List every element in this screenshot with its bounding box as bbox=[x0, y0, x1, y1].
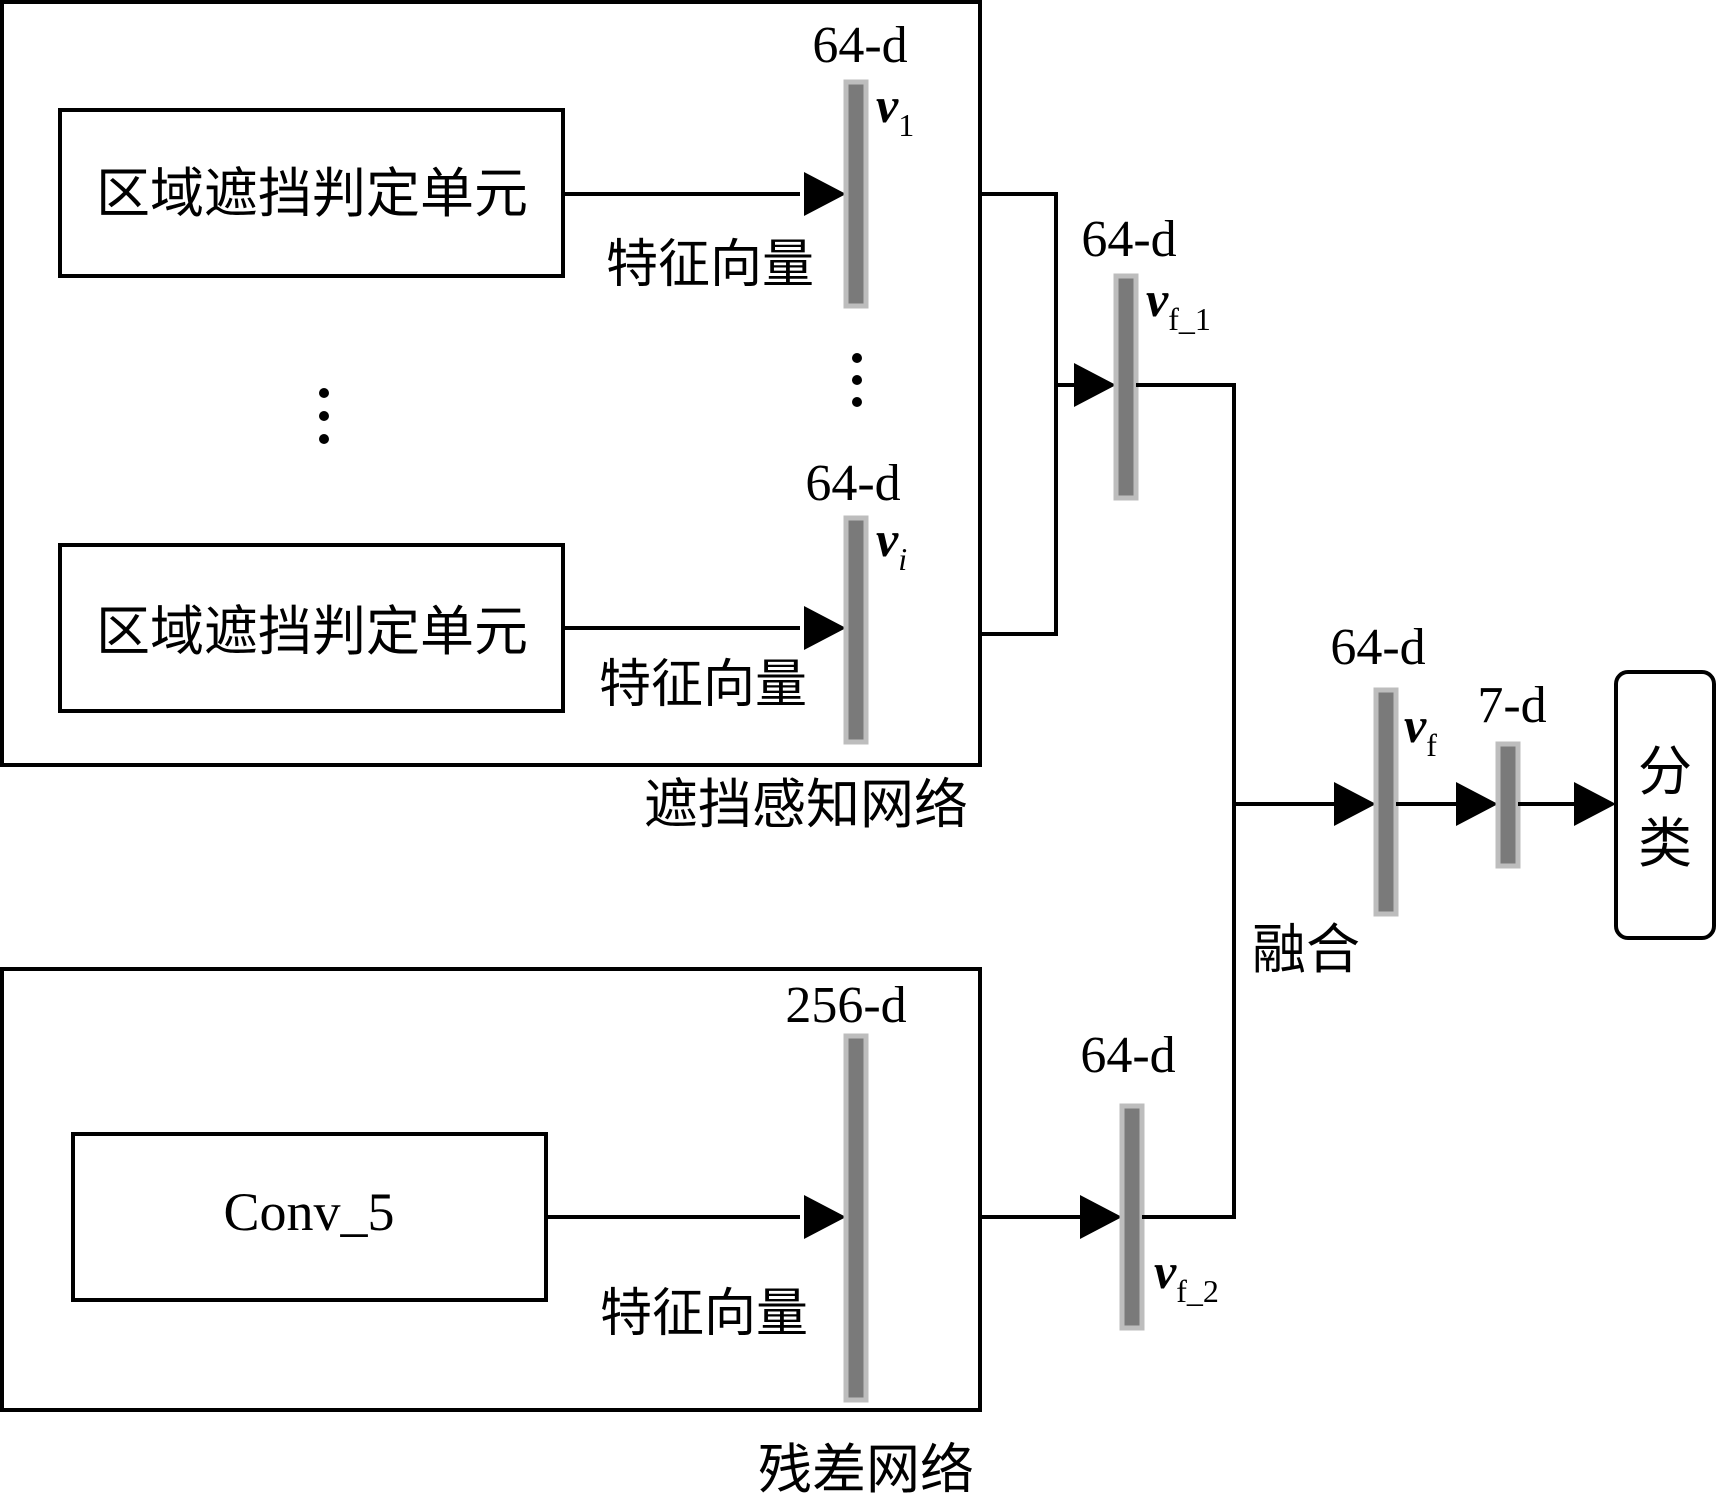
occlusion-network-box bbox=[0, 0, 982, 767]
vector-vf-dim: 64-d bbox=[1330, 619, 1425, 676]
vector-vf bbox=[1373, 687, 1399, 917]
arrowhead-7d bbox=[1456, 782, 1498, 826]
vector-v1-label: v1 bbox=[876, 77, 914, 143]
arrowhead-unit-bottom bbox=[804, 606, 846, 650]
arrowhead-vf2 bbox=[1080, 1195, 1122, 1239]
vector-v1-name: v bbox=[876, 77, 899, 133]
arrowhead-classifier bbox=[1574, 782, 1616, 826]
arrowhead-vf bbox=[1334, 782, 1376, 826]
vector-vf1-label: vf_1 bbox=[1146, 271, 1211, 337]
vector-vf2 bbox=[1119, 1103, 1145, 1331]
ellipsis-dot bbox=[852, 375, 862, 385]
arrowhead-conv5 bbox=[804, 1195, 846, 1239]
feature-label-bottom: 特征向量 bbox=[599, 655, 807, 715]
vector-vi bbox=[843, 515, 869, 745]
region-unit-top-label: 区域遮挡判定单元 bbox=[96, 162, 528, 225]
vector-vf2-dim: 64-d bbox=[1080, 1027, 1175, 1084]
vector-vf2-name: v bbox=[1154, 1243, 1177, 1299]
vector-vf1 bbox=[1113, 273, 1139, 501]
feature-label-top: 特征向量 bbox=[606, 235, 814, 295]
connector-occlusion-bottom bbox=[980, 385, 1058, 636]
residual-network-box bbox=[0, 967, 982, 1412]
vector-vi-sub: i bbox=[898, 541, 907, 577]
vector-vf2-sub: f_2 bbox=[1176, 1273, 1219, 1309]
vector-256d-dim: 256-d bbox=[785, 977, 906, 1034]
vector-7d-dim: 7-d bbox=[1477, 677, 1546, 734]
vector-vf-name: v bbox=[1404, 697, 1427, 753]
vector-vf1-dim: 64-d bbox=[1081, 211, 1176, 268]
vector-vi-dim: 64-d bbox=[805, 455, 900, 512]
vector-7d bbox=[1495, 741, 1521, 869]
vector-v1-dim: 64-d bbox=[812, 17, 907, 74]
classifier-label-2: 类 bbox=[1638, 812, 1692, 875]
ellipsis-dot bbox=[319, 434, 329, 444]
ellipsis-dot bbox=[852, 353, 862, 363]
connector-vf1-to-fusion bbox=[1136, 383, 1236, 804]
vector-v1 bbox=[843, 79, 869, 309]
fusion-label: 融合 bbox=[1252, 918, 1360, 981]
classifier-box bbox=[1614, 670, 1716, 940]
ellipsis-dot bbox=[319, 388, 329, 398]
ellipsis-dot bbox=[319, 411, 329, 421]
ellipsis-dot bbox=[852, 397, 862, 407]
residual-network-label: 残差网络 bbox=[758, 1438, 974, 1501]
region-unit-bottom-label: 区域遮挡判定单元 bbox=[96, 600, 528, 663]
arrowhead-vf1 bbox=[1074, 363, 1116, 407]
vector-vf2-label: vf_2 bbox=[1154, 1243, 1219, 1309]
vector-vf1-name: v bbox=[1146, 271, 1169, 327]
vector-vf-label: vf bbox=[1404, 697, 1437, 763]
arrowhead-unit-top bbox=[804, 172, 846, 216]
vector-vf-sub: f bbox=[1426, 727, 1437, 763]
connector-vf2-to-fusion bbox=[1142, 804, 1236, 1219]
connector-occlusion-top bbox=[980, 192, 1058, 385]
feature-label-residual: 特征向量 bbox=[600, 1284, 808, 1344]
occlusion-network-label: 遮挡感知网络 bbox=[644, 773, 968, 836]
vector-vi-name: v bbox=[876, 511, 899, 567]
vector-256d bbox=[843, 1033, 869, 1403]
vector-v1-sub: 1 bbox=[898, 107, 914, 143]
conv5-label: Conv_5 bbox=[223, 1182, 394, 1242]
vector-vi-label: vi bbox=[876, 511, 907, 577]
classifier-label-1: 分 bbox=[1638, 740, 1692, 803]
vector-vf1-sub: f_1 bbox=[1168, 301, 1211, 337]
